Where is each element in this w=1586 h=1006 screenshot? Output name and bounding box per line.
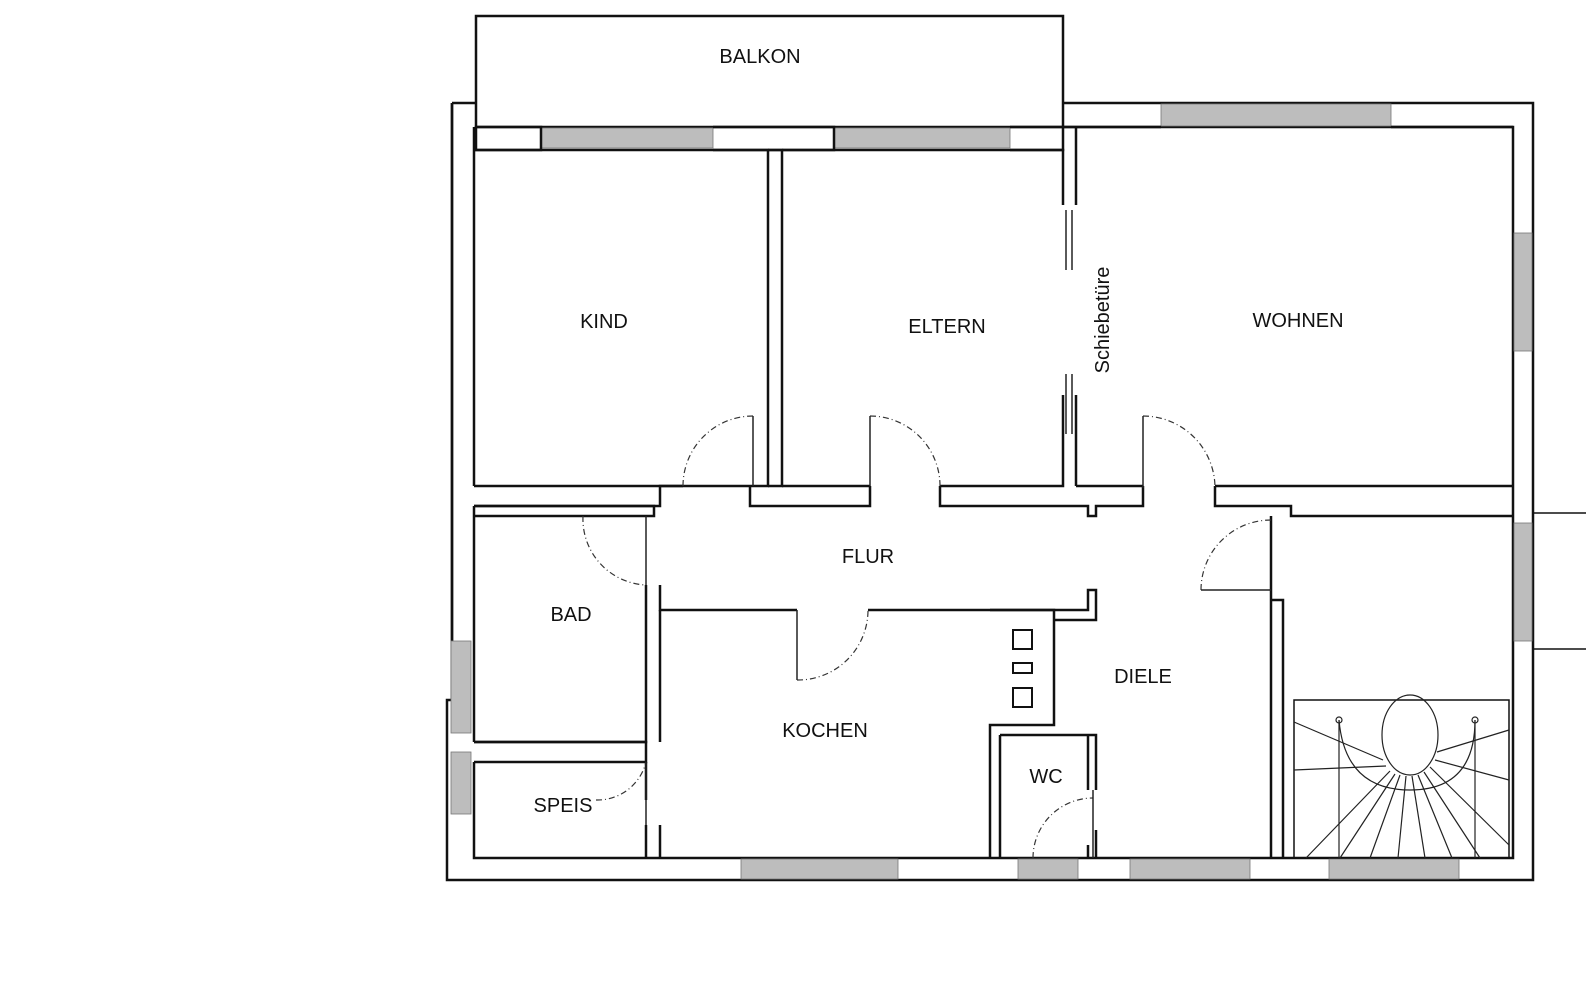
spiral-staircase [1293, 694, 1510, 859]
doors [582, 415, 1272, 859]
interior-walls [474, 125, 1513, 858]
label-bad: BAD [550, 604, 591, 626]
label-speis: SPEIS [534, 795, 593, 817]
label-diele: DIELE [1114, 666, 1172, 688]
label-balkon: BALKON [719, 46, 800, 68]
label-wc: WC [1029, 766, 1062, 788]
label-kind: KIND [580, 311, 628, 333]
label-wohnen: WOHNEN [1252, 310, 1343, 332]
room-labels: BALKON KIND ELTERN WOHNEN FLUR BAD KOCHE… [534, 46, 1344, 817]
windows [450, 103, 1533, 880]
stove [1012, 629, 1033, 708]
label-schiebetuere: Schiebetüre [1092, 267, 1114, 374]
label-kochen: KOCHEN [782, 720, 868, 742]
outer-walls [445, 101, 1535, 882]
balcony [474, 14, 1065, 129]
exterior-lines [1533, 512, 1586, 650]
label-eltern: ELTERN [908, 316, 985, 338]
label-flur: FLUR [842, 546, 894, 568]
